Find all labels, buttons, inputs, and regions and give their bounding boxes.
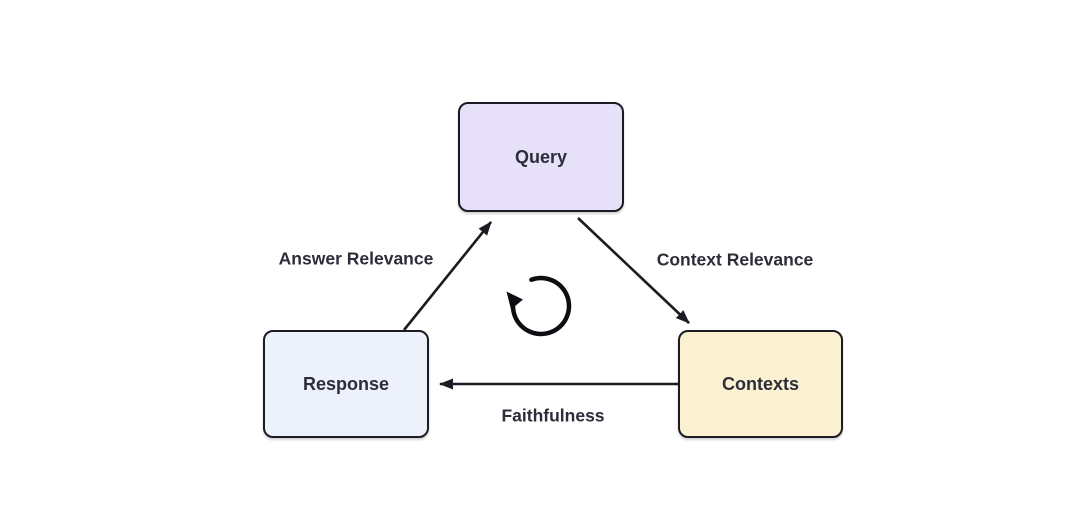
- node-response-label: Response: [302, 373, 390, 394]
- node-response: Response: [263, 330, 429, 438]
- counterclockwise-cycle-arrow-icon: [506, 275, 572, 337]
- edge-label-faithfulness: Faithfulness: [501, 405, 605, 426]
- node-query-label: Query: [514, 146, 568, 167]
- node-query: Query: [458, 102, 624, 212]
- edge-label-answer-relevance: Answer Relevance: [278, 248, 434, 269]
- node-contexts: Contexts: [678, 330, 843, 438]
- context-relevance-arrow: [577, 217, 690, 324]
- answer-relevance-arrow: [402, 221, 493, 331]
- edge-label-context-relevance: Context Relevance: [656, 249, 814, 270]
- node-contexts-label: Contexts: [721, 373, 799, 394]
